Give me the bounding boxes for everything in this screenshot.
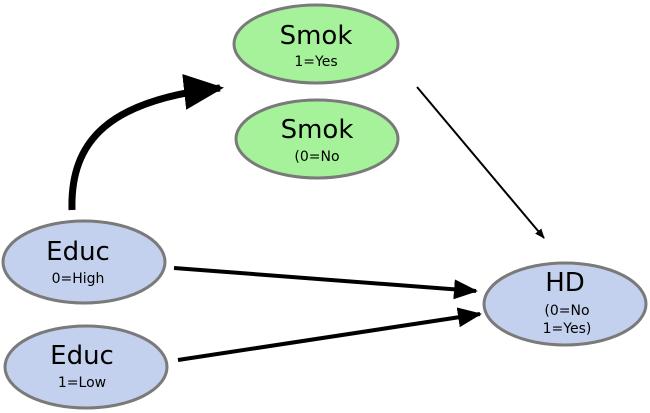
node-hd: HD (0=No 1=Yes) <box>482 261 648 347</box>
node-smok-no-sub: (0=No <box>294 149 339 165</box>
node-hd-sub-2: 1=Yes) <box>543 321 592 337</box>
node-hd-sub-1: (0=No <box>544 303 589 319</box>
node-hd-title: HD <box>545 268 585 298</box>
node-smok-yes-sub: 1=Yes <box>294 54 337 70</box>
edge-educ-low-to-hd <box>177 307 482 362</box>
node-smok-yes-title: Smok <box>280 21 353 51</box>
edge-educ-high-to-hd <box>173 266 478 300</box>
node-educ-high-title: Educ <box>46 237 110 267</box>
node-smok-no: Smok (0=No <box>234 98 400 180</box>
node-smok-no-title: Smok <box>281 115 354 145</box>
node-educ-low: Educ 1=Low <box>3 324 169 410</box>
node-hd-shape <box>482 261 648 347</box>
node-educ-high: Educ 0=High <box>1 219 167 305</box>
node-educ-high-sub: 0=High <box>52 271 105 287</box>
node-educ-low-sub: 1=Low <box>58 375 106 391</box>
node-smok-yes: Smok 1=Yes <box>232 3 400 85</box>
node-smok-yes-shape <box>232 3 400 85</box>
node-educ-low-shape <box>3 324 169 410</box>
edge-smok-yes-to-hd <box>416 86 545 239</box>
edge-educ-high-to-smok-yes <box>68 74 224 211</box>
node-educ-low-title: Educ <box>50 341 114 371</box>
node-educ-high-shape <box>1 219 167 305</box>
node-smok-no-shape <box>234 98 400 180</box>
